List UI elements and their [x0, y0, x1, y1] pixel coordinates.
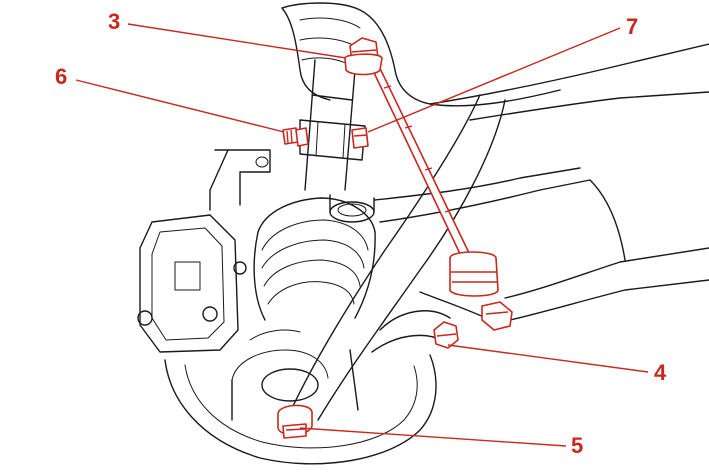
- callout-5: 5: [571, 433, 583, 458]
- leader-6: [75, 79, 285, 133]
- leader-lines: [75, 23, 649, 447]
- callout-7: 7: [626, 14, 638, 39]
- clamp-nut: [351, 127, 369, 149]
- stabilizer-link-bushing: [449, 251, 499, 297]
- leader-5: [299, 427, 567, 447]
- leader-3: [127, 23, 347, 59]
- leader-7: [367, 27, 621, 133]
- highlighted-parts: [277, 37, 513, 439]
- strut-clamp-bolt: [282, 127, 309, 147]
- ball-joint-nut: [277, 404, 313, 439]
- arm-pivot-nut: [433, 321, 459, 349]
- callout-labels: 3 7 6 4 5: [55, 9, 667, 458]
- callout-4: 4: [654, 360, 667, 385]
- line-art: [137, 2, 709, 465]
- upper-link-nut: [344, 37, 383, 76]
- lower-link-nut: [481, 301, 513, 331]
- callout-3: 3: [108, 9, 120, 34]
- stabilizer-link-rod: [367, 57, 471, 259]
- callout-6: 6: [55, 64, 67, 89]
- leader-4: [447, 344, 649, 373]
